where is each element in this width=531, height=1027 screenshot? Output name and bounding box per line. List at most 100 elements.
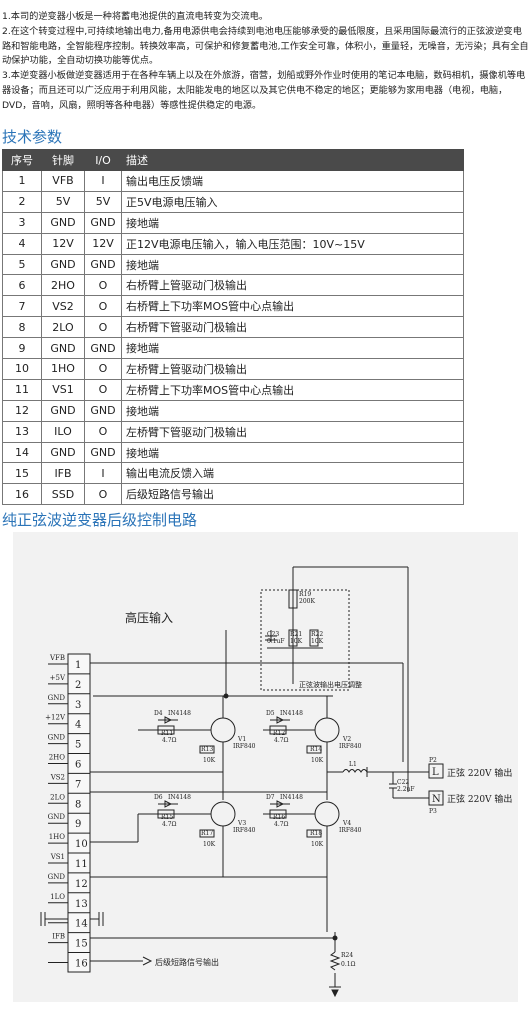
cell-io: O (84, 295, 122, 318)
connector-pin-number: 16 (75, 959, 88, 970)
connector-pin-label: +12V (45, 714, 66, 722)
connector-pin-number: 10 (75, 839, 88, 850)
cell-io: I (84, 462, 122, 485)
cell-index: 12 (2, 399, 42, 422)
svg-text:D5: D5 (266, 710, 275, 717)
svg-text:V3: V3 (237, 820, 246, 827)
cell-io: GND (84, 211, 122, 234)
svg-text:IN4148: IN4148 (168, 794, 191, 801)
cell-description: 左桥臂下管驱动门极输出 (121, 420, 464, 443)
cell-io: O (84, 274, 122, 297)
circuit-title: 纯正弦波逆变器后级控制电路 (2, 511, 198, 529)
svg-text:D4: D4 (154, 710, 163, 717)
cell-index: 10 (2, 358, 42, 380)
table-header-row: 序号 针脚 I/O 描述 (2, 149, 464, 171)
svg-text:R24: R24 (341, 952, 353, 959)
connector-pin-label: 1HO (49, 833, 66, 841)
connector-pin-label: GND (48, 734, 66, 742)
cell-index: 8 (2, 316, 42, 339)
cell-pin: GND (41, 441, 85, 464)
cell-index: 14 (2, 441, 42, 464)
svg-text:R22: R22 (311, 631, 323, 638)
cell-description: 正12V电源电压输入，输入电压范围：10V~15V (121, 232, 464, 255)
connector-pin-label: 2LO (50, 793, 65, 801)
cell-pin: 2HO (41, 274, 85, 297)
cell-pin: VS1 (41, 378, 85, 401)
cell-pin: 5V (41, 190, 85, 213)
cell-description: 接地端 (121, 337, 464, 360)
svg-text:L1: L1 (349, 761, 357, 768)
svg-text:R12: R12 (273, 730, 285, 737)
cell-io: GND (84, 441, 122, 464)
cell-pin: GND (41, 253, 85, 276)
svg-text:4.7Ω: 4.7Ω (162, 737, 177, 744)
connector-pin-label: VFB (49, 654, 65, 662)
svg-text:10K: 10K (290, 638, 303, 645)
cell-index: 2 (2, 190, 42, 213)
connector-pin-number: 8 (75, 799, 81, 810)
cell-description: 右桥臂上下功率MOS管中心点输出 (121, 295, 464, 318)
cell-pin: SSD (41, 483, 85, 506)
svg-text:R19: R19 (299, 591, 311, 598)
cell-index: 7 (2, 295, 42, 318)
svg-text:V1: V1 (237, 736, 246, 743)
connector-pin-number: 4 (75, 720, 81, 731)
header-index: 序号 (2, 149, 42, 171)
intro-paragraph-3: 3.本逆变器小板做逆变器适用于在各种车辆上以及在外旅游，宿营，划船或野外作业时使… (2, 70, 526, 111)
cell-io: GND (84, 253, 122, 276)
cell-index: 4 (2, 232, 42, 255)
svg-text:IRF840: IRF840 (339, 827, 362, 834)
cell-index: 13 (2, 420, 42, 443)
hv-input-label: 高压输入 (125, 610, 173, 625)
connector-pin-label: GND (48, 873, 66, 881)
svg-text:200K: 200K (299, 598, 315, 605)
cell-index: 11 (2, 378, 42, 401)
cell-pin: GND (41, 399, 85, 422)
connector-pin-number: 14 (75, 919, 88, 930)
output-l-label: 正弦 220V 输出 (447, 767, 512, 779)
output-n-label: 正弦 220V 输出 (447, 793, 512, 805)
cell-description: 接地端 (121, 441, 464, 464)
cell-description: 后级短路信号输出 (121, 483, 464, 506)
spec-title: 技术参数 (2, 128, 63, 146)
cell-io: O (84, 483, 122, 506)
output-pin-l: L (432, 767, 439, 778)
cell-io: I (84, 170, 122, 192)
cell-index: 16 (2, 483, 42, 506)
cell-pin: GND (41, 211, 85, 234)
intro-text: 1.本司的逆变器小板是一种将蓄电池提供的直流电转变为交流电。 2.在这个转变过程… (2, 10, 529, 114)
svg-text:10K: 10K (311, 841, 324, 848)
cell-index: 9 (2, 337, 42, 360)
connector-pin-label: 2HO (49, 754, 66, 762)
cell-index: 15 (2, 462, 42, 485)
cell-description: 接地端 (121, 399, 464, 422)
svg-text:R17: R17 (201, 830, 213, 837)
output-pin-n: N (432, 794, 441, 805)
cell-pin: 1HO (41, 358, 85, 380)
connector-pin-label: IFB (52, 933, 65, 941)
cell-pin: IFB (41, 462, 85, 485)
svg-text:10K: 10K (311, 638, 324, 645)
cell-description: 接地端 (121, 211, 464, 234)
cell-description: 输出电压反馈端 (121, 170, 464, 192)
intro-paragraph-2: 2.在这个转变过程中,可持续地输出电力,备用电源供电会持续到电池电压能够承受的最… (2, 25, 529, 67)
svg-text:10K: 10K (203, 841, 216, 848)
connector-pin-number: 15 (75, 939, 88, 950)
cell-io: 5V (84, 190, 122, 213)
cell-io: GND (84, 399, 122, 422)
connector-pin-number: 9 (75, 819, 81, 830)
cell-pin: 12V (41, 232, 85, 255)
svg-text:D7: D7 (266, 794, 275, 801)
svg-text:0.1uF: 0.1uF (267, 638, 285, 645)
connector-pin-number: 6 (75, 760, 81, 771)
svg-text:IN4148: IN4148 (168, 710, 191, 717)
